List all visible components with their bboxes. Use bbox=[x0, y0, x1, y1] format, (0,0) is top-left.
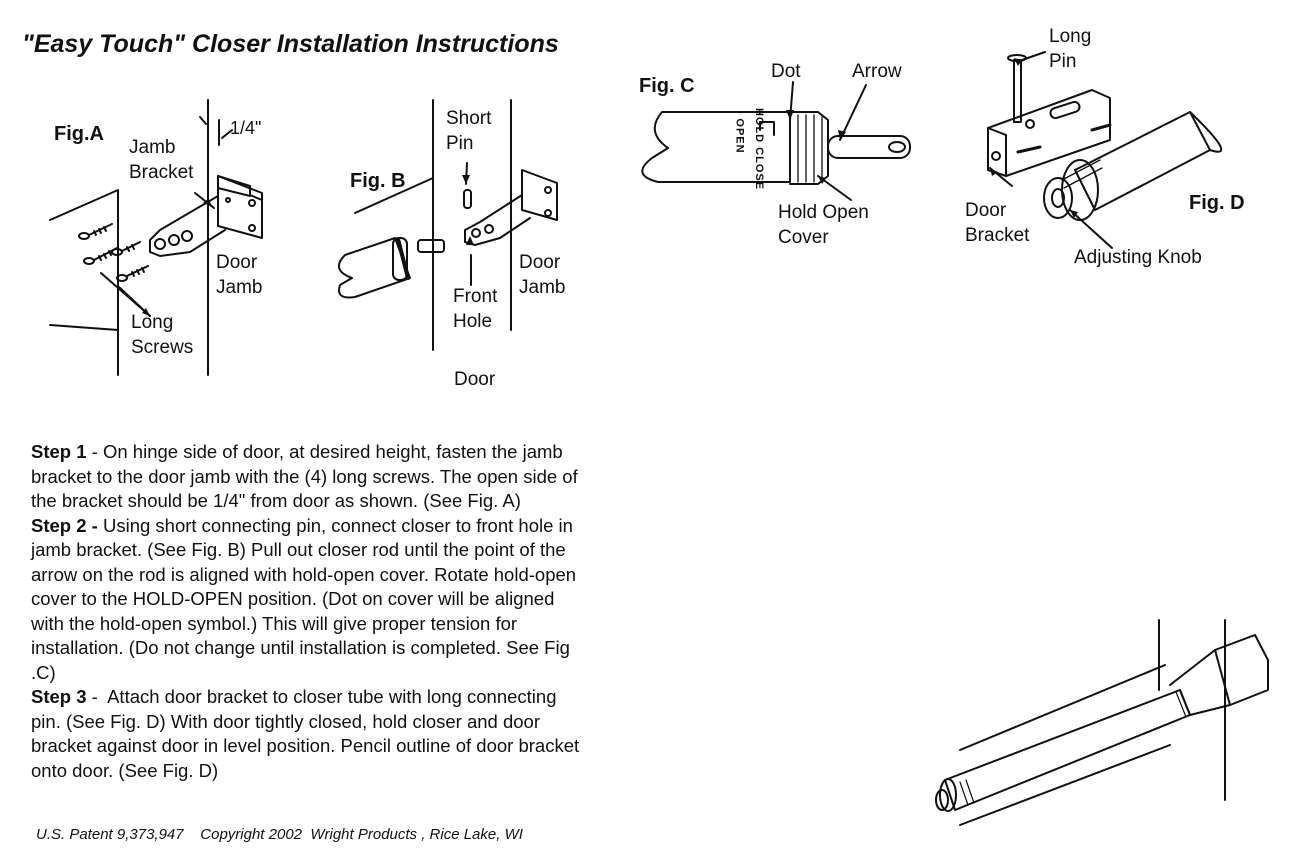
front-hole-label: Front Hole bbox=[453, 286, 498, 332]
door-bracket-label: Door Bracket bbox=[965, 200, 1030, 246]
dot-label: Dot bbox=[771, 61, 801, 82]
fig-d-label: Fig. D bbox=[1189, 192, 1245, 214]
step-1-text: On hinge side of door, at desired height… bbox=[31, 441, 578, 511]
arrow-label: Arrow bbox=[852, 61, 902, 82]
fig-b-drawing bbox=[337, 99, 558, 351]
fig-b-label: Fig. B bbox=[350, 170, 406, 192]
fig-a-drawing bbox=[49, 99, 263, 376]
door-jamb-label-b: Door Jamb bbox=[519, 252, 566, 298]
fig-a-label: Fig.A bbox=[54, 123, 104, 145]
hold-open-cover-label: Hold Open Cover bbox=[778, 202, 869, 248]
installation-steps: Step 1 - On hinge side of door, at desir… bbox=[31, 440, 591, 783]
long-pin-label: Long Pin bbox=[1049, 26, 1092, 72]
step-3-separator: - bbox=[86, 686, 108, 707]
cover-text-open: OPEN bbox=[733, 118, 746, 154]
fig-c-drawing bbox=[641, 81, 911, 201]
step-2-heading: Step 2 - bbox=[31, 514, 98, 536]
quarter-inch-gap-label: 1/4" bbox=[230, 118, 262, 138]
step-1-heading: Step 1 bbox=[31, 441, 87, 462]
patent-copyright-footer: U.S. Patent 9,373,947 Copyright 2002 Wri… bbox=[36, 826, 523, 843]
cover-text-hold-close: HOLD CLOSE bbox=[753, 107, 766, 191]
fig-c-label: Fig. C bbox=[639, 75, 695, 97]
step-1-separator: - bbox=[86, 441, 103, 462]
page-title: "Easy Touch" Closer Installation Instruc… bbox=[22, 30, 559, 58]
door-jamb-label-a: Door Jamb bbox=[216, 252, 263, 298]
step-2-text: Using short connecting pin, connect clos… bbox=[31, 514, 577, 683]
step-3-heading: Step 3 bbox=[31, 686, 87, 707]
step-3: Step 3 - Attach door bracket to closer t… bbox=[31, 685, 591, 783]
short-pin-label: Short Pin bbox=[446, 108, 492, 154]
jamb-bracket-label: Jamb Bracket bbox=[129, 137, 194, 183]
door-label: Door bbox=[454, 369, 496, 390]
step-1: Step 1 - On hinge side of door, at desir… bbox=[31, 440, 591, 514]
step-2: Step 2 - Using short connecting pin, con… bbox=[31, 514, 591, 686]
long-screws-label: Long Screws bbox=[131, 312, 194, 358]
step-3-text: Attach door bracket to closer tube with … bbox=[31, 686, 580, 781]
adjusting-knob-label: Adjusting Knob bbox=[1074, 247, 1202, 268]
closer-on-door-drawing bbox=[935, 619, 1269, 826]
